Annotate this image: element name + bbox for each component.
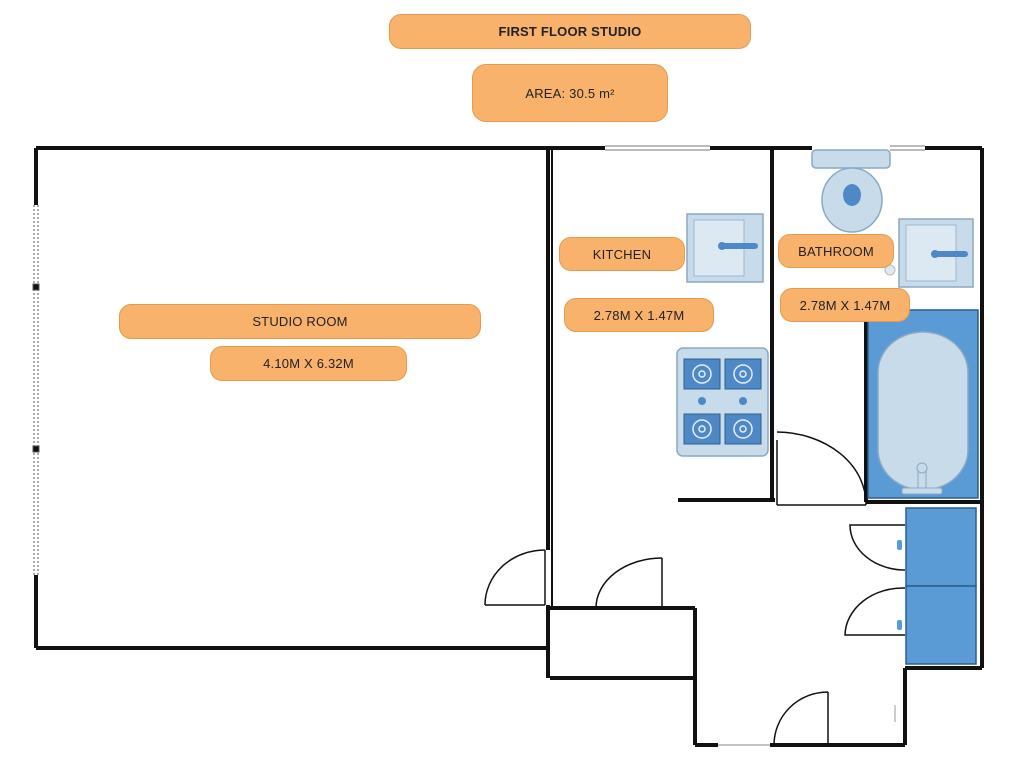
kitchen-walls (548, 146, 775, 502)
bathroom-door (776, 431, 867, 506)
bathroom-dims-label: 2.78M X 1.47M (780, 288, 910, 322)
studio-walls (34, 146, 550, 678)
kitchen-window (605, 145, 710, 151)
floor-title-label: FIRST FLOOR STUDIO (389, 14, 751, 49)
studio-room-dims-label: 4.10M X 6.32M (210, 346, 407, 381)
kitchen-name-label: KITCHEN (559, 237, 685, 271)
bathroom-basin-icon (884, 218, 974, 288)
cupboard-handles (897, 540, 902, 630)
cupboard-doors (844, 524, 906, 636)
bathroom-walls (772, 146, 984, 668)
bathtub-icon (867, 309, 979, 499)
area-label: AREA: 30.5 m² (472, 64, 668, 122)
hob-icon (676, 347, 769, 457)
bathroom-window (890, 145, 925, 151)
studio-door (484, 549, 546, 606)
bathroom-name-label: BATHROOM (778, 234, 894, 268)
studio-room-name-label: STUDIO ROOM (119, 304, 481, 339)
hallway-walls (550, 606, 982, 747)
entrance-door (773, 691, 829, 746)
studio-window (32, 205, 40, 575)
kitchen-door (595, 557, 663, 609)
kitchen-dims-label: 2.78M X 1.47M (564, 298, 714, 332)
toilet-icon (811, 149, 891, 233)
wardrobe (905, 507, 977, 665)
kitchen-sink-icon (686, 213, 764, 283)
